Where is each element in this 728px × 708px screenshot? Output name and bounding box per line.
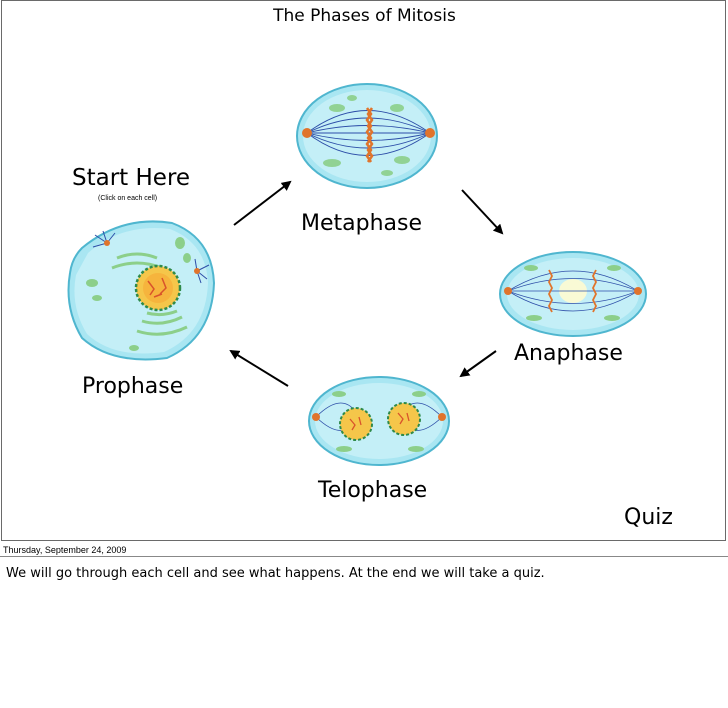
- anaphase-label[interactable]: Anaphase: [514, 343, 623, 365]
- arrow-icon: [234, 182, 290, 225]
- prophase-label[interactable]: Prophase: [82, 376, 183, 398]
- metaphase-label[interactable]: Metaphase: [301, 213, 422, 235]
- quiz-link[interactable]: Quiz: [624, 507, 673, 529]
- telophase-cell[interactable]: [304, 369, 454, 469]
- arrow-icon: [461, 351, 496, 376]
- slide-date: Thursday, September 24, 2009: [3, 545, 126, 555]
- divider: [0, 556, 728, 557]
- slide-title: The Phases of Mitosis: [2, 8, 726, 25]
- arrow-icon: [462, 190, 502, 233]
- start-here-label: Start Here: [72, 167, 190, 190]
- anaphase-cell[interactable]: [496, 246, 650, 342]
- metaphase-cell[interactable]: [292, 78, 442, 194]
- click-hint: (Click on each cell): [98, 195, 157, 202]
- prophase-cell[interactable]: [62, 213, 220, 365]
- telophase-label[interactable]: Telophase: [318, 480, 427, 502]
- slide-canvas: The Phases of Mitosis Start Here (Click …: [1, 0, 726, 541]
- arrow-icon: [231, 351, 288, 386]
- speaker-notes: We will go through each cell and see wha…: [6, 566, 545, 581]
